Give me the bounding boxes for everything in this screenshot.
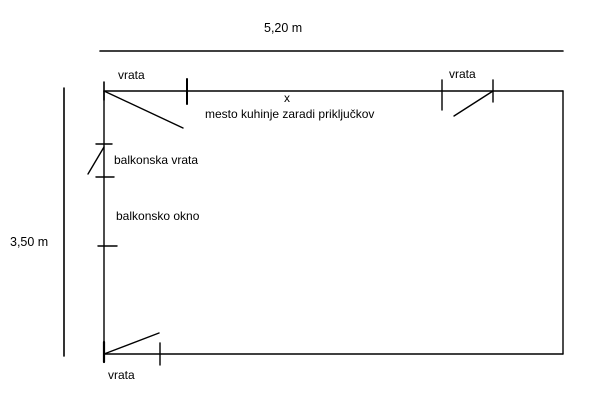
door-top-right-swing	[453, 90, 494, 117]
room-outline	[103, 90, 564, 355]
door-bottom-left-swing	[103, 332, 160, 355]
door-top-right	[441, 79, 494, 117]
kitchen-marker-symbol: x	[284, 91, 290, 105]
balcony-window-label: balkonsko okno	[116, 209, 200, 223]
balcony-door-swing	[87, 146, 105, 175]
door-top-left	[103, 78, 188, 129]
door-top-right-label: vrata	[449, 67, 476, 81]
door-top-left-label: vrata	[118, 68, 145, 82]
balcony-door	[87, 143, 115, 178]
balcony-door-label: balkonska vrata	[114, 153, 198, 167]
door-top-left-swing	[103, 90, 184, 129]
width-dimension-label: 5,20 m	[264, 21, 302, 35]
height-dimension-label: 3,50 m	[10, 235, 48, 249]
kitchen-marker-note: mesto kuhinje zaradi priključkov	[205, 107, 374, 121]
door-bottom-left	[102, 332, 161, 366]
door-bottom-left-label: vrata	[108, 368, 135, 382]
